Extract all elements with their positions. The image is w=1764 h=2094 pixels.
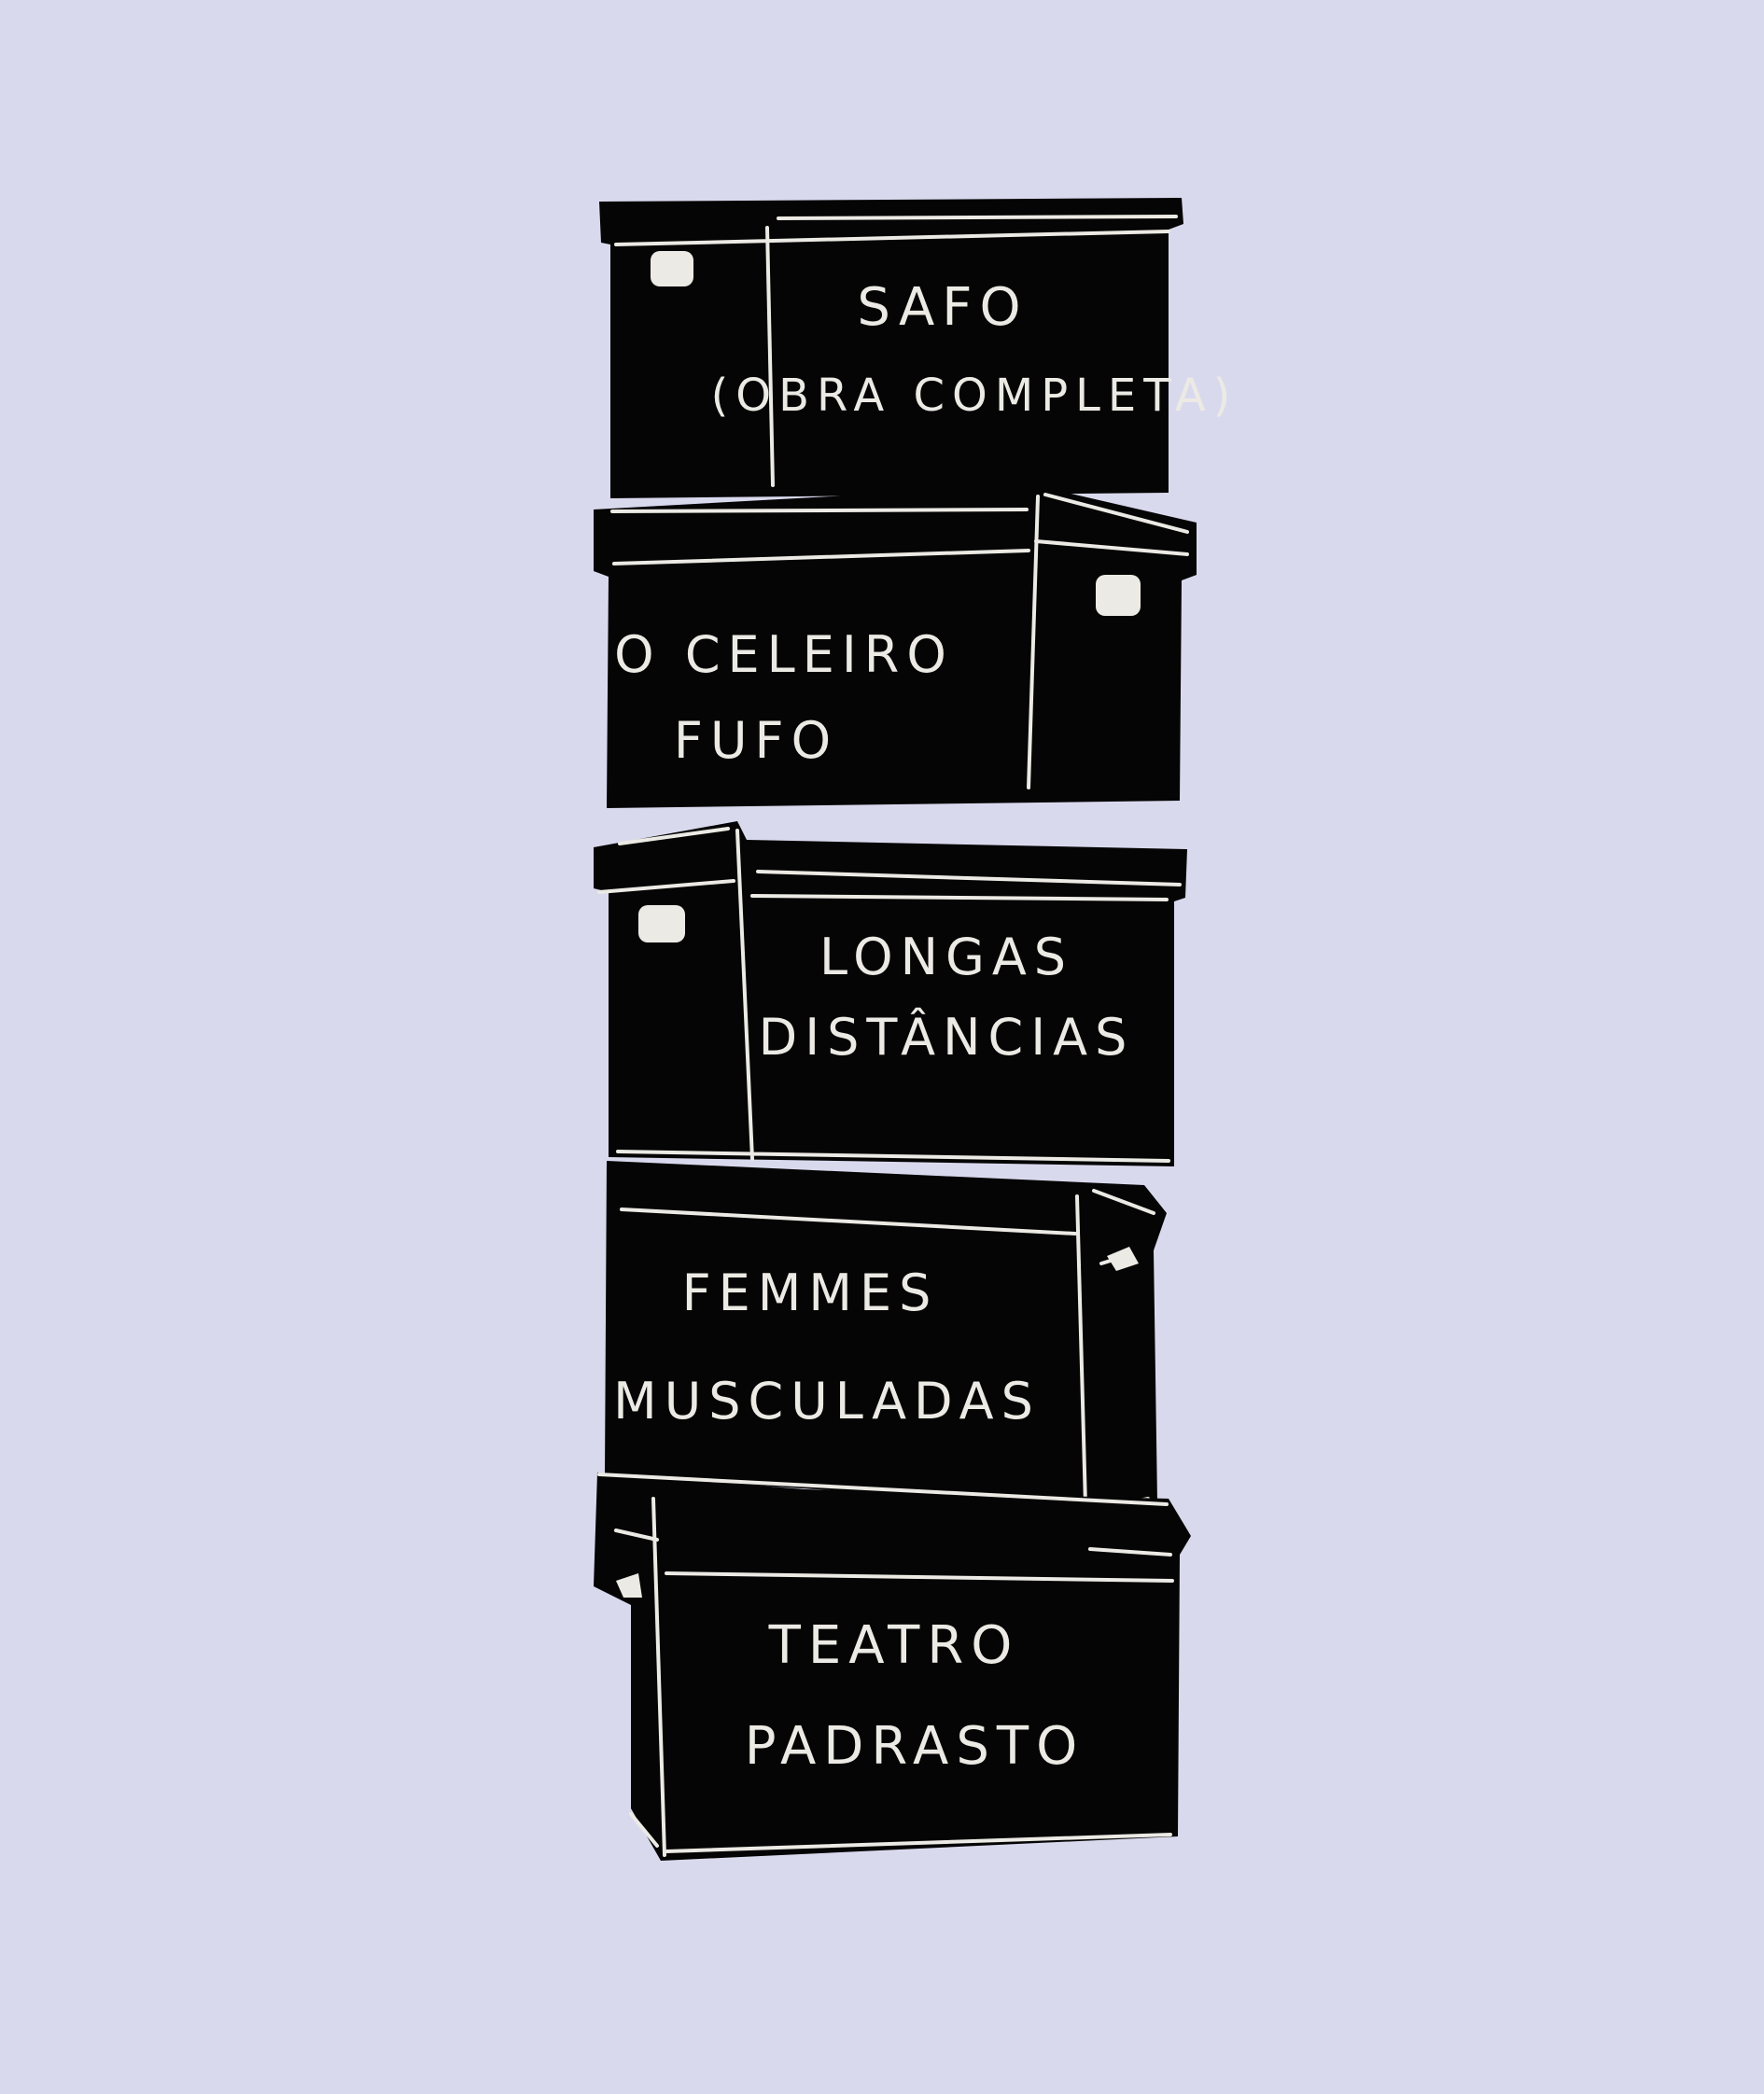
box-label-line: O CELEIRO bbox=[614, 625, 954, 684]
box-label-line: PADRASTO bbox=[745, 1716, 1085, 1777]
box-femmes: FEMMES MUSCULADAS bbox=[605, 1161, 1167, 1542]
box-label-line: MUSCULADAS bbox=[613, 1372, 1041, 1431]
box-longas: LONGAS DISTÂNCIAS bbox=[594, 821, 1187, 1166]
handle-hole-icon bbox=[638, 905, 685, 942]
box-label-line: FUFO bbox=[674, 711, 838, 770]
box-celeiro: O CELEIRO FUFO bbox=[594, 485, 1197, 808]
handle-hole-icon bbox=[616, 1573, 642, 1598]
handle-hole-icon bbox=[1096, 575, 1141, 616]
handle-hole-icon bbox=[651, 251, 693, 286]
box-label-line: FEMMES bbox=[682, 1263, 939, 1322]
handle-hole-icon bbox=[1107, 1247, 1139, 1271]
box-label-line: TEATRO bbox=[768, 1615, 1020, 1676]
box-safo: SAFO (OBRA COMPLETA) bbox=[599, 198, 1239, 498]
box-label-line: LONGAS bbox=[819, 928, 1073, 986]
box-teatro: TEATRO PADRASTO bbox=[594, 1473, 1191, 1861]
box-label-line: DISTÂNCIAS bbox=[759, 1008, 1135, 1067]
box-label-line: (OBRA COMPLETA) bbox=[711, 370, 1239, 422]
box-label-line: SAFO bbox=[857, 277, 1028, 338]
